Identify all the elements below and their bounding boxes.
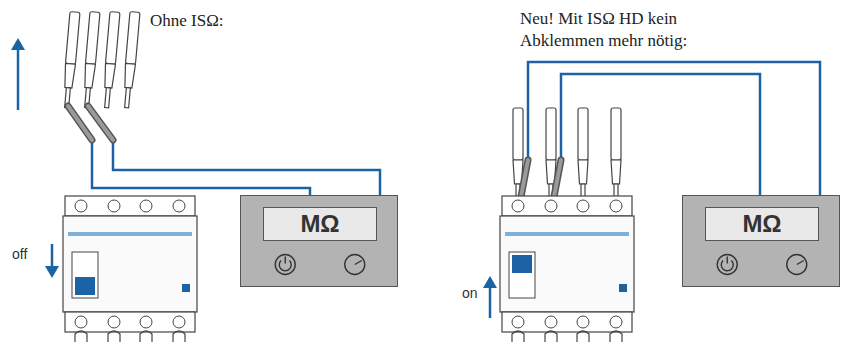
- power-symbol: [721, 257, 733, 271]
- megohmmeter: MΩ: [240, 195, 398, 287]
- terminal-screw: [577, 200, 589, 212]
- test-lead: [113, 140, 380, 196]
- rcd-stripe: [68, 232, 192, 236]
- meter-display: MΩ: [705, 207, 819, 241]
- test-button: [619, 284, 627, 292]
- rcd-stripe: [505, 232, 629, 236]
- toggle-lever: [512, 255, 532, 273]
- arrow-head: [45, 266, 59, 278]
- panel-heading: Ohne ISΩ:: [150, 10, 224, 32]
- arrow-head: [483, 276, 497, 288]
- power-symbol: [279, 257, 291, 271]
- terminal-screw: [545, 316, 557, 328]
- cable-end: [122, 12, 140, 109]
- terminal-screw: [512, 200, 524, 212]
- meter-knob: [345, 255, 365, 275]
- arrow-head: [11, 38, 25, 50]
- terminal-screw: [610, 316, 622, 328]
- switch-state: on: [462, 285, 478, 301]
- dial-pointer: [797, 261, 804, 265]
- meter-unit: MΩ: [300, 210, 339, 238]
- test-probe: [88, 106, 113, 140]
- terminal-screw: [140, 200, 152, 212]
- cable-end: [102, 12, 120, 109]
- rcd-body: [500, 216, 634, 312]
- dial-pointer: [355, 261, 362, 265]
- cable-stub: [512, 331, 622, 342]
- cable-end: [82, 12, 100, 109]
- megohmmeter: MΩ: [682, 195, 840, 287]
- cable-end: [578, 108, 588, 204]
- terminal-screw: [512, 316, 524, 328]
- meter-unit: MΩ: [742, 210, 781, 238]
- terminal-screw: [545, 200, 557, 212]
- terminal-block: [65, 196, 195, 216]
- meter-knob: [275, 255, 295, 275]
- panel-heading: Neu! Mit ISΩ HD kein Abklemmen mehr nöti…: [520, 8, 725, 52]
- cable-stub: [75, 331, 185, 342]
- terminal-screw: [75, 200, 87, 212]
- on-arrow: [489, 284, 492, 318]
- test-lead: [561, 74, 760, 196]
- terminal-screw: [108, 200, 120, 212]
- terminal-screw: [610, 200, 622, 212]
- test-button: [182, 284, 190, 292]
- test-lead: [528, 62, 820, 196]
- meter-knob: [717, 255, 737, 275]
- terminal-screw: [173, 200, 185, 212]
- meter-display: MΩ: [263, 207, 377, 241]
- test-probe: [88, 106, 113, 140]
- rcd-body: [63, 216, 197, 312]
- terminal-block: [65, 312, 195, 332]
- terminal-block: [502, 196, 632, 216]
- terminal-screw: [140, 316, 152, 328]
- terminal-screw: [108, 316, 120, 328]
- cable-end: [62, 12, 80, 109]
- terminal-screw: [75, 316, 87, 328]
- toggle-lever: [75, 277, 95, 295]
- terminal-screw: [577, 316, 589, 328]
- cable-end: [611, 108, 621, 204]
- lift-arrow: [17, 46, 20, 110]
- toggle-housing: [72, 252, 98, 298]
- toggle-housing: [509, 252, 535, 298]
- terminal-screw: [173, 316, 185, 328]
- test-lead: [92, 140, 310, 196]
- meter-knob: [787, 255, 807, 275]
- terminal-block: [502, 312, 632, 332]
- switch-state: off: [12, 246, 27, 262]
